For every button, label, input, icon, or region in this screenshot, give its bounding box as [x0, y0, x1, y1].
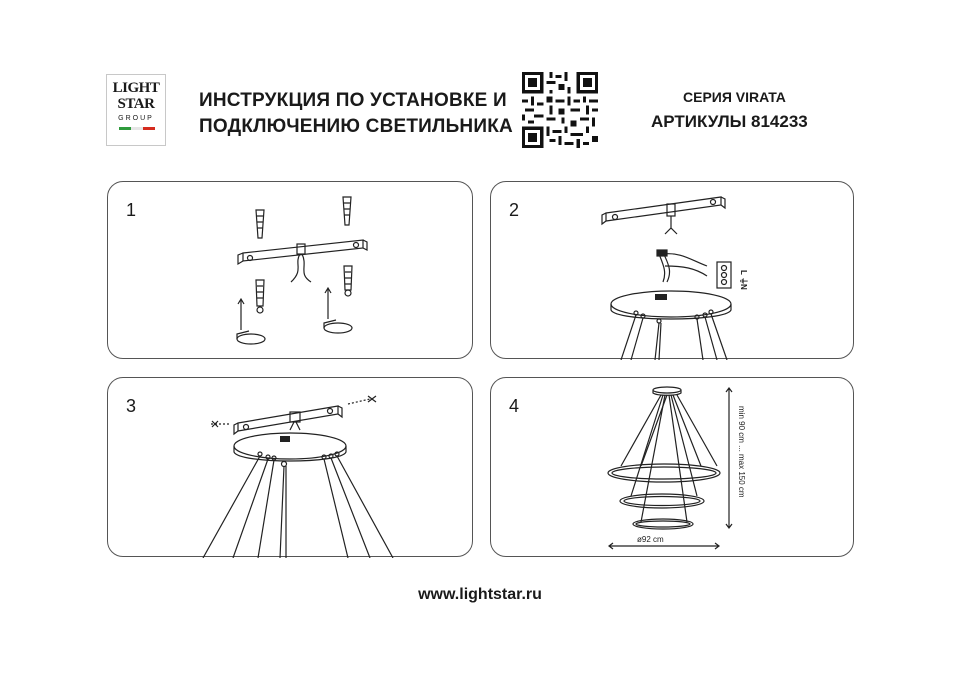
wire-label-l: L	[739, 270, 748, 275]
website-link[interactable]: www.lightstar.ru	[418, 586, 542, 603]
step-number: 1	[126, 200, 137, 220]
dimensions-illustration: min 90 cm ... max 150 cm ø92 cm	[607, 386, 746, 550]
ring-attachment-illustration	[202, 395, 394, 558]
title-line-1: ИНСТРУКЦИЯ ПО УСТАНОВКЕ И	[199, 90, 507, 111]
logo-text-light: LIGHT	[112, 80, 160, 96]
mounting-bracket-illustration	[236, 196, 368, 345]
step-1-panel: 1	[107, 181, 473, 359]
step-number: 2	[509, 200, 520, 220]
article-number: АРТИКУЛЫ 814233	[651, 112, 808, 131]
step-3-panel: 3	[107, 377, 473, 558]
italian-flag-stripe	[119, 127, 155, 130]
step-number: 4	[509, 396, 520, 416]
step-4-panel: 4 min 90 cm ... max 150 cm ø92 cm	[490, 377, 854, 557]
logo-text-group: GROUP	[118, 115, 154, 122]
height-dimension-label: min 90 cm ... max 150 cm	[737, 406, 746, 498]
qr-code	[522, 72, 598, 148]
series-label: СЕРИЯ VIRATA	[683, 89, 786, 105]
wire-label-n: N	[739, 284, 748, 290]
logo-text-star: STAR	[117, 96, 155, 112]
wiring-illustration: L ⏚ N	[601, 196, 748, 360]
wire-label-ground: ⏚	[739, 277, 748, 285]
title-line-2: ПОДКЛЮЧЕНИЮ СВЕТИЛЬНИКА	[199, 116, 513, 137]
lightstar-logo: LIGHT STAR GROUP	[106, 74, 166, 146]
step-number: 3	[126, 396, 137, 416]
diameter-dimension-label: ø92 cm	[637, 535, 664, 544]
step-2-panel: 2 L ⏚ N	[490, 181, 854, 360]
instruction-title: ИНСТРУКЦИЯ ПО УСТАНОВКЕ И ПОДКЛЮЧЕНИЮ СВ…	[199, 88, 513, 140]
